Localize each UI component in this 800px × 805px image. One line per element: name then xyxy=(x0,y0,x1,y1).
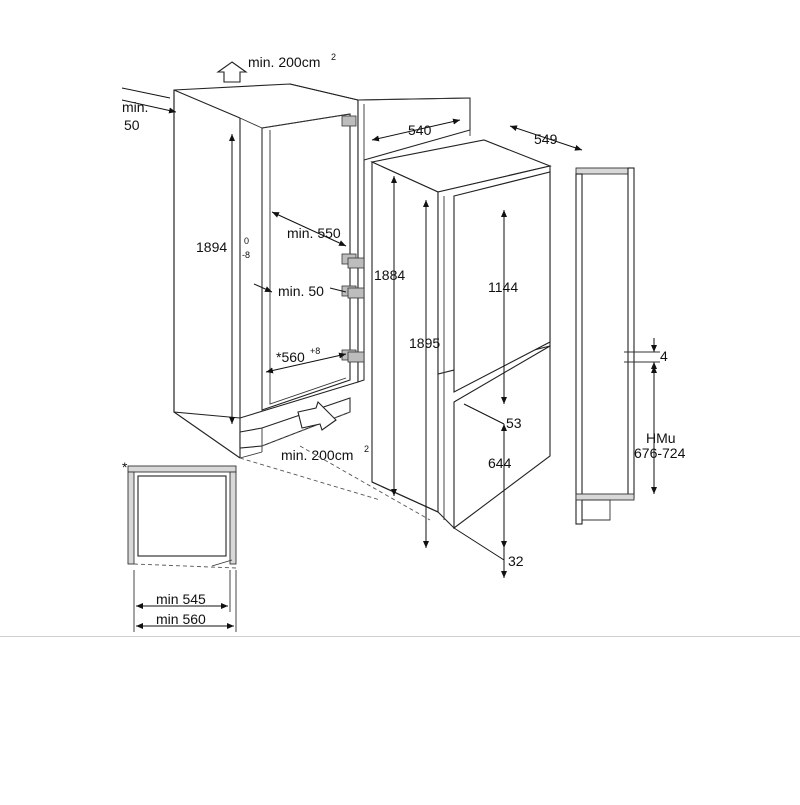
side-section xyxy=(575,167,660,525)
height-1894-tol-lower: -8 xyxy=(242,250,250,260)
width-560-label: *560 xyxy=(276,349,305,365)
height-1894-tol-upper: 0 xyxy=(244,236,249,246)
height-1884-label: 1884 xyxy=(374,267,405,283)
depth-min-550-label: min. 550 xyxy=(287,225,341,241)
vent-arrow-top-icon xyxy=(216,61,248,83)
min-545-label: min 545 xyxy=(156,591,206,607)
min-560-label: min 560 xyxy=(156,611,206,627)
height-1895-label: 1895 xyxy=(409,335,440,351)
vent-arrow-bottom-icon xyxy=(297,400,337,431)
hmu-range-label: 676-724 xyxy=(634,445,686,461)
height-1894-label: 1894 xyxy=(196,239,227,255)
gap-min-50-label: min. 50 xyxy=(278,283,324,299)
vent-top-label: min. 200cm xyxy=(248,54,320,70)
vent-bottom-label: min. 200cm xyxy=(281,447,353,463)
height-644-label: 644 xyxy=(488,455,512,471)
vent-bottom-sup: 2 xyxy=(364,444,369,454)
height-1144-label: 1144 xyxy=(488,279,518,295)
depth-540-label: 540 xyxy=(408,122,432,138)
width-560-sup: +8 xyxy=(310,346,320,356)
asterisk-note: * xyxy=(122,459,128,475)
gap-32-label: 32 xyxy=(508,553,524,569)
niche-cabinet xyxy=(173,83,359,459)
hmu-label: HMu xyxy=(646,430,676,446)
vent-top-sup: 2 xyxy=(331,52,336,62)
top-view-section xyxy=(127,465,237,569)
side-gap-value: 50 xyxy=(124,117,140,133)
side-gap-min-label: min. xyxy=(122,99,148,115)
gap-4-label: 4 xyxy=(660,348,668,364)
depth-549-label: 549 xyxy=(534,131,558,147)
gap-53-label: 53 xyxy=(506,415,522,431)
bottom-divider xyxy=(0,636,800,637)
fridge-unit xyxy=(347,139,552,530)
